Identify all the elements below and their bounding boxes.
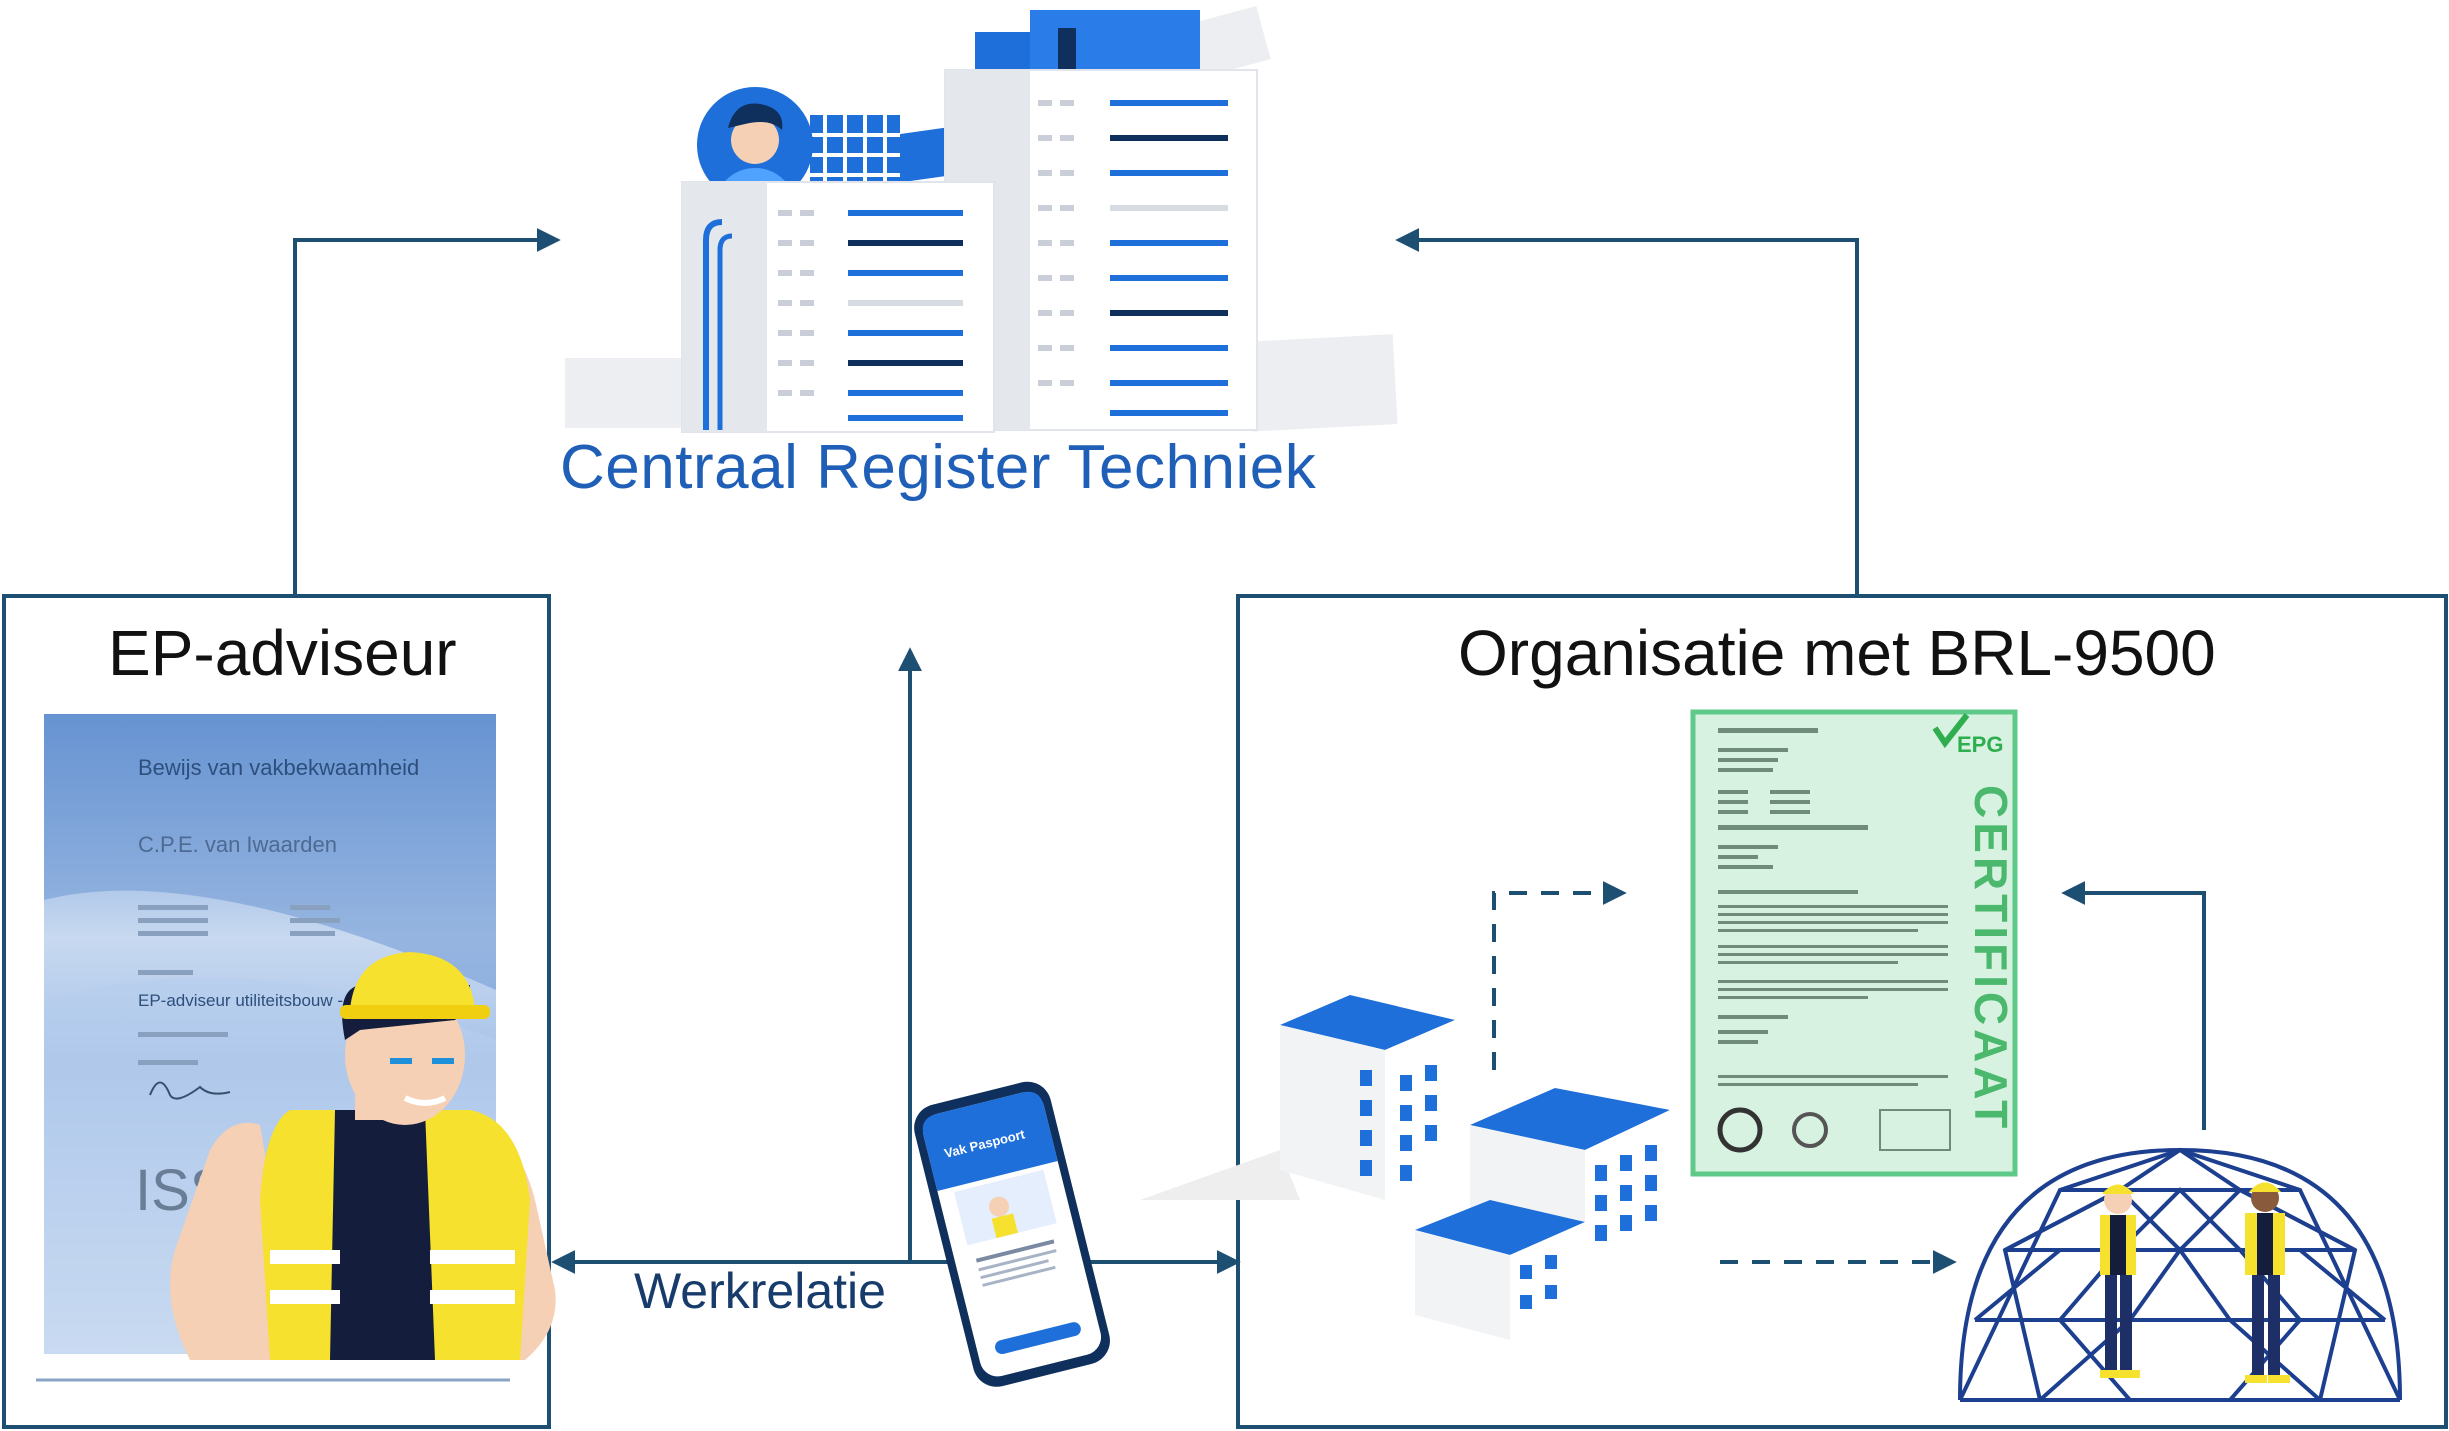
buildings-icon (1140, 995, 1670, 1340)
arrow-ep-to-register (293, 228, 561, 594)
arrow-buildings-to-certificate-dashed (1492, 881, 1627, 1070)
organisatie-title: Organisatie met BRL-9500 (1458, 617, 2216, 689)
check-icon (1932, 713, 1970, 749)
ep-cert-heading: Bewijs van vakbekwaamheid (138, 755, 419, 780)
phone-icon: Vak Paspoort (914, 1081, 1110, 1387)
register-buildings-icon (565, 5, 1398, 433)
ep-adviseur-title: EP-adviseur (108, 617, 457, 689)
epg-logo: EPG (1957, 732, 2003, 757)
dome-icon (1958, 1147, 2402, 1402)
werkrelatie-label: Werkrelatie (634, 1263, 886, 1319)
ep-cert-name: C.P.E. van Iwaarden (138, 832, 337, 857)
organisatie-certificate: EPG CERTIFICAAT (1690, 709, 2018, 1177)
arrows (293, 228, 2206, 1274)
register-title: Centraal Register Techniek (560, 433, 1317, 502)
ep-cert-qualification: EP-adviseur utiliteitsbouw - basis (138, 991, 387, 1010)
organisatie-box (1236, 594, 2448, 1429)
arrow-workers-to-certificate (2061, 881, 2206, 1130)
worker-icon (170, 952, 556, 1360)
workers-icon (2100, 1182, 2290, 1383)
person-avatar-icon (697, 87, 813, 203)
certificaat-vertical-text: CERTIFICAAT (1965, 785, 2017, 1132)
arrow-org-to-register (1395, 228, 1859, 594)
ep-adviseur-box (2, 594, 551, 1429)
